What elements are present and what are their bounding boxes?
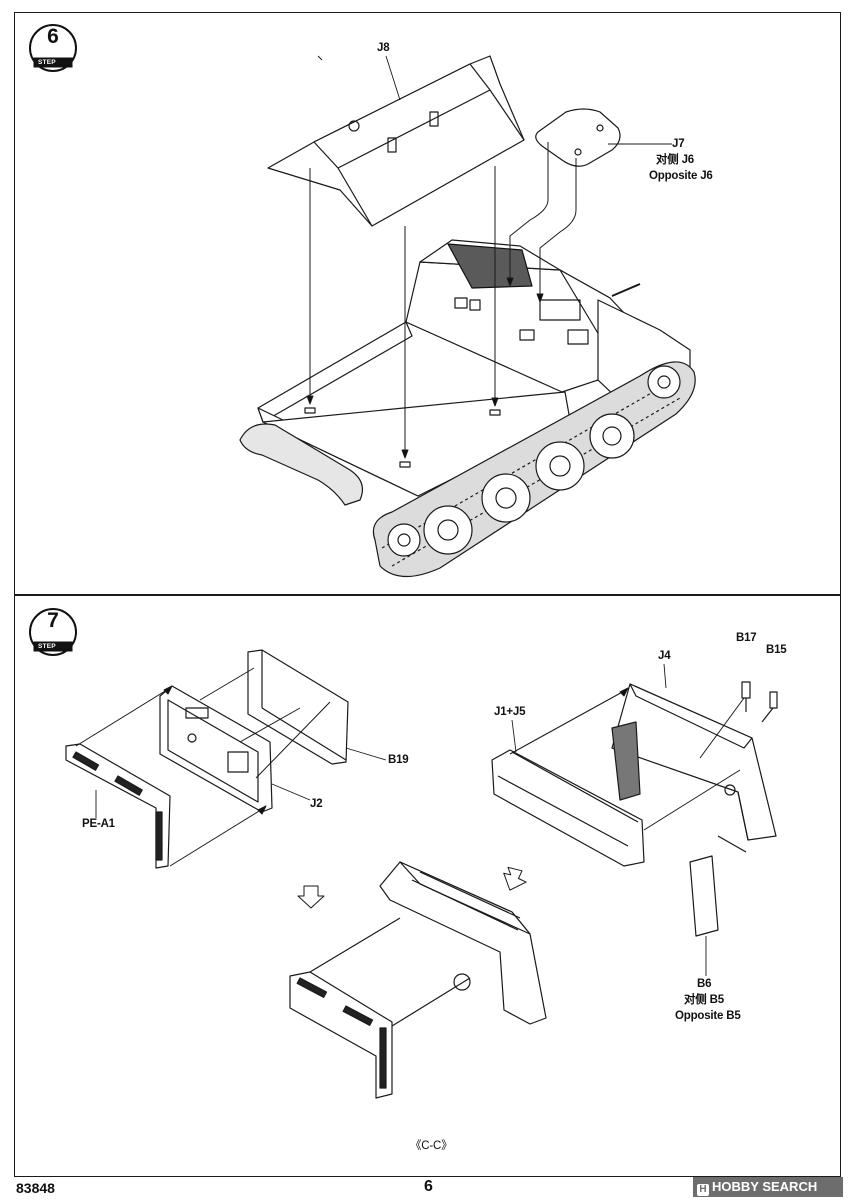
step-6-label: STEP <box>38 59 56 66</box>
part-j2-drawing <box>159 685 273 813</box>
part-j1-j5-drawing <box>491 749 645 867</box>
label-b17: B17 <box>736 632 757 644</box>
label-j7: J7 <box>672 138 685 150</box>
step-6-badge: 6 STEP <box>30 24 76 70</box>
kit-number: 83848 <box>16 1180 55 1196</box>
step-7-badge: 7 STEP <box>30 608 76 654</box>
part-b6-drawing <box>689 835 747 937</box>
label-b6: B6 <box>697 978 712 990</box>
step-badge-art <box>29 24 77 656</box>
label-j8: J8 <box>377 42 390 54</box>
section-label: 《C-C》 <box>410 1140 453 1152</box>
part-j7-drawing <box>535 108 621 167</box>
part-j8-drawing <box>267 55 525 227</box>
label-b19: B19 <box>388 754 409 766</box>
label-b6-opposite-en: Opposite B5 <box>675 1010 741 1022</box>
part-pe-a1-drawing <box>65 743 171 869</box>
step-6-number: 6 <box>47 25 59 48</box>
label-j2: J2 <box>310 798 323 810</box>
label-b6-opposite-cn: 对侧 B5 <box>684 994 724 1006</box>
bottom-subassembly-drawing <box>289 861 547 1099</box>
step-7-label: STEP <box>38 643 56 650</box>
page-number: 6 <box>424 1178 433 1195</box>
label-j7-opposite-en: Opposite J6 <box>649 170 713 182</box>
hobby-search-logo-icon: H <box>697 1184 709 1196</box>
part-j4-drawing <box>611 683 777 841</box>
label-j7-opposite-cn: 对侧 J6 <box>656 154 694 166</box>
step-7-panel <box>14 595 841 1177</box>
label-j1-j5: J1+J5 <box>494 706 526 718</box>
label-j4: J4 <box>658 650 671 662</box>
part-b17-b15-drawing <box>741 681 778 723</box>
watermark-text: HOBBY SEARCH <box>712 1179 818 1194</box>
vehicle-hull-drawing <box>239 239 696 578</box>
label-b15: B15 <box>766 644 787 656</box>
step-7-number: 7 <box>47 609 59 632</box>
label-pe-a1: PE-A1 <box>82 818 115 830</box>
step-6-panel <box>14 12 841 595</box>
part-b19-drawing <box>247 649 349 765</box>
